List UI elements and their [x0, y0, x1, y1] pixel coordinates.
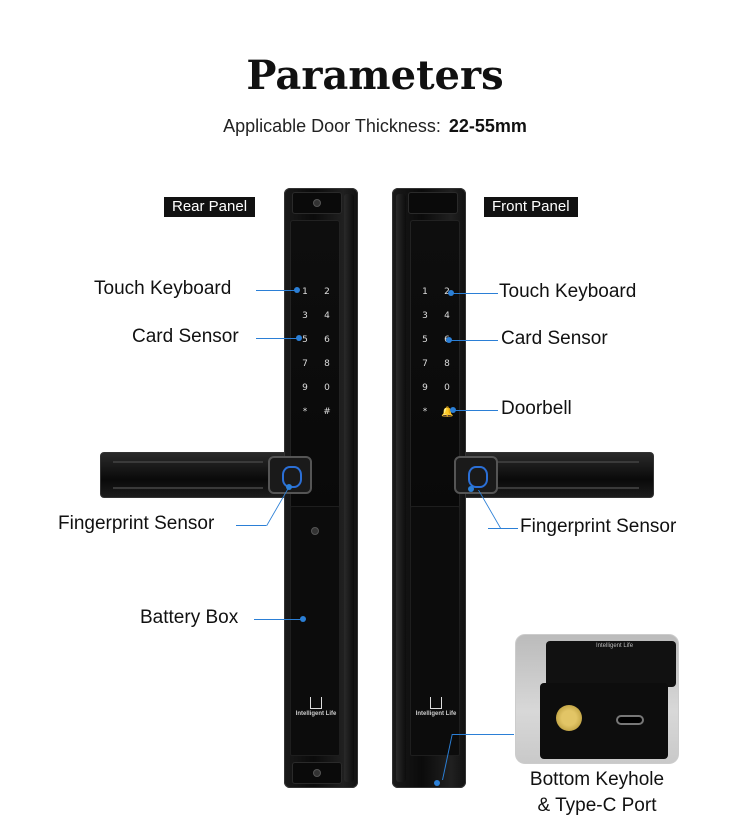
- house-icon: [310, 697, 322, 709]
- key-3: 3: [302, 311, 308, 321]
- house-icon: [430, 697, 442, 709]
- key-2: 2: [444, 287, 450, 297]
- front-brand-text: Intelligent Life: [415, 711, 457, 717]
- front-doorbell-label: Doorbell: [501, 398, 572, 419]
- front-touch-keyboard-label: Touch Keyboard: [499, 281, 637, 302]
- key-8: 8: [324, 359, 330, 369]
- key-1: 1: [302, 287, 308, 297]
- usb-c-port-icon: [616, 715, 644, 725]
- key-6: 6: [324, 335, 330, 345]
- key-4: 4: [324, 311, 330, 321]
- rear-panel-tag: Rear Panel: [164, 197, 256, 217]
- rear-battery-label: Battery Box: [140, 607, 239, 628]
- key-star: *: [422, 407, 428, 417]
- bottom-keyhole-caption: Bottom Keyhole & Type-C Port: [507, 767, 687, 819]
- bell-icon: 🔔: [441, 407, 454, 418]
- rear-battery-box: Intelligent Life: [290, 506, 340, 756]
- key-1: 1: [422, 287, 428, 297]
- key-0: 0: [324, 383, 330, 393]
- front-fingerprint-label: Fingerprint Sensor: [520, 516, 677, 537]
- photo-brand-text: Intelligent Life: [596, 643, 634, 649]
- rear-card-sensor-label: Card Sensor: [132, 326, 239, 347]
- key-hash: #: [323, 407, 331, 417]
- page-title: Parameters: [246, 52, 504, 99]
- key-0: 0: [444, 383, 450, 393]
- key-9: 9: [422, 383, 428, 393]
- rear-brand-logo: Intelligent Life: [291, 697, 341, 717]
- key-8: 8: [444, 359, 450, 369]
- key-star: *: [302, 407, 308, 417]
- key-9: 9: [302, 383, 308, 393]
- front-panel-tag: Front Panel: [484, 197, 578, 217]
- key-5: 5: [422, 335, 428, 345]
- front-card-sensor-label: Card Sensor: [501, 328, 608, 349]
- bottom-port-photo: Intelligent Life: [515, 634, 679, 764]
- front-cover: Intelligent Life: [410, 506, 460, 756]
- door-thickness-value: 22-55mm: [448, 116, 527, 136]
- caption-line-1: Bottom Keyhole: [529, 769, 665, 790]
- caption-line-2: & Type-C Port: [537, 795, 657, 816]
- key-5: 5: [302, 335, 308, 345]
- rear-brand-text: Intelligent Life: [295, 711, 337, 717]
- front-brand-logo: Intelligent Life: [411, 697, 461, 717]
- rear-fingerprint-label: Fingerprint Sensor: [58, 513, 215, 534]
- keyhole-icon: [556, 705, 582, 731]
- key-3: 3: [422, 311, 428, 321]
- key-7: 7: [302, 359, 308, 369]
- rear-touch-keyboard-label: Touch Keyboard: [94, 278, 232, 299]
- front-lock-body: 1 2 3 4 5 6 7 8 9 0 * 🔔 Intelligent Life: [392, 188, 466, 788]
- key-2: 2: [324, 287, 330, 297]
- key-4: 4: [444, 311, 450, 321]
- door-thickness: Applicable Door Thickness: 22-55mm: [0, 116, 750, 137]
- door-thickness-label: Applicable Door Thickness:: [223, 116, 441, 136]
- key-7: 7: [422, 359, 428, 369]
- front-fingerprint-icon: [454, 456, 498, 494]
